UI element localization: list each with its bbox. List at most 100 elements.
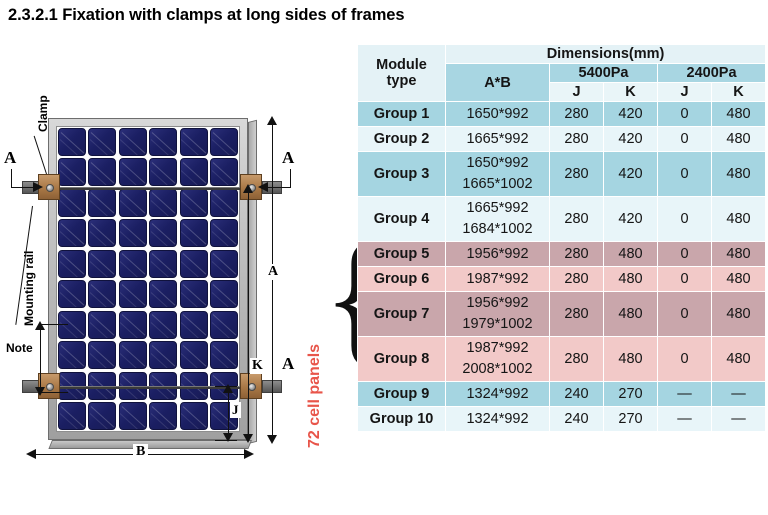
height-dimension-line [272,118,273,442]
solar-cell [179,158,208,187]
section-mark-a-left: A [4,148,17,167]
solar-cell [88,128,117,156]
cell-k-2400: 480 [710,241,767,268]
cell-j-5400: 280 [549,196,604,243]
cell-k-5400: 270 [603,381,658,408]
cell-k-2400: — [710,381,767,408]
solar-cell [149,188,178,217]
cell-j-5400: 280 [549,291,604,338]
arrowhead-right-icon [244,449,254,459]
cell-dimensions-ab: 1324*992 [445,406,550,433]
solar-cell [149,310,178,339]
cell-k-5400: 480 [603,336,658,383]
section-arrow-left-h [11,187,39,188]
cell-j-2400: 0 [657,241,712,268]
solar-cell [88,280,117,309]
j-ext-line-bottom [215,440,237,441]
note-ext-line-bottom [40,392,68,393]
solar-cell [149,280,178,309]
note-dimension-line [40,324,41,392]
cell-j-5400: 240 [549,381,604,408]
cell-module-type: Group 2 [357,126,446,152]
cell-k-5400: 480 [603,291,658,338]
cell-j-2400: 0 [657,196,712,243]
cell-dimensions-ab: 1987*992 [445,266,550,293]
solar-cell [58,188,86,217]
panel-diagram: Clamp Mounting rail A A Note [0,36,394,515]
solar-cell [88,188,117,217]
clamp-bottom-right [240,373,262,399]
dimension-b-label: B [133,444,149,460]
solar-cell [58,219,86,248]
ab-value: 1650*992 [466,106,529,122]
solar-cell [58,249,86,278]
cell-j-5400: 280 [549,101,604,127]
cell-k-2400: — [710,406,767,433]
solar-cell [58,280,86,309]
cell-k-5400: 420 [603,150,658,198]
arrowhead-up-icon [267,116,277,125]
specification-table: Module type Dimensions(mm) A*B 5400Pa 24… [357,44,767,433]
cell-module-type: Group 9 [357,381,446,408]
header-j-5400: J [549,82,604,102]
cell-module-type: Group 3 [357,150,446,198]
cell-k-5400: 480 [603,266,658,293]
table-header: Module type Dimensions(mm) A*B 5400Pa 24… [357,44,767,102]
clamp-bolt-icon [248,383,256,391]
cell-k-5400: 420 [603,196,658,243]
solar-cell [149,219,178,248]
cell-k-2400: 480 [710,196,767,243]
cell-k-5400: 270 [603,406,658,433]
solar-cell [88,341,117,370]
header-k-5400: K [603,82,658,102]
solar-cell [179,310,208,339]
solar-cell [149,341,178,370]
ab-value: 1684*1002 [462,221,533,238]
clamp-bolt-icon [46,184,54,192]
arrowhead-down-icon [35,387,45,396]
solar-cell [88,310,117,339]
cell-dimensions-ab: 1665*992 [445,126,550,152]
solar-cell [210,158,238,187]
solar-cell [118,402,147,430]
solar-cell [118,249,147,278]
cell-k-5400: 420 [603,101,658,127]
solar-cell [149,402,178,430]
solar-cell [179,128,208,156]
solar-cell [118,280,147,309]
cell-j-2400: — [657,381,712,408]
section-mark-a-right-bottom: A [282,354,295,373]
solar-cell [149,158,178,187]
solar-cell [88,219,117,248]
arrowhead-down-icon [267,435,277,444]
header-ab: A*B [445,63,550,102]
cell-j-2400: 0 [657,101,712,127]
note-ext-line-top [40,324,68,325]
solar-cell [88,371,117,400]
cell-module-type: Group 10 [357,406,446,433]
ab-value: 1665*992 [466,131,529,147]
cell-dimensions-ab: 1324*992 [445,381,550,408]
solar-cell [179,249,208,278]
solar-cell [179,219,208,248]
j-dimension-line [228,386,229,441]
solar-cell [58,341,86,370]
solar-cell [179,341,208,370]
ab-value: 1324*992 [466,386,529,403]
solar-cell [179,371,208,400]
solar-cell [210,219,238,248]
solar-cell [179,280,208,309]
arrowhead-up-icon [35,321,45,330]
